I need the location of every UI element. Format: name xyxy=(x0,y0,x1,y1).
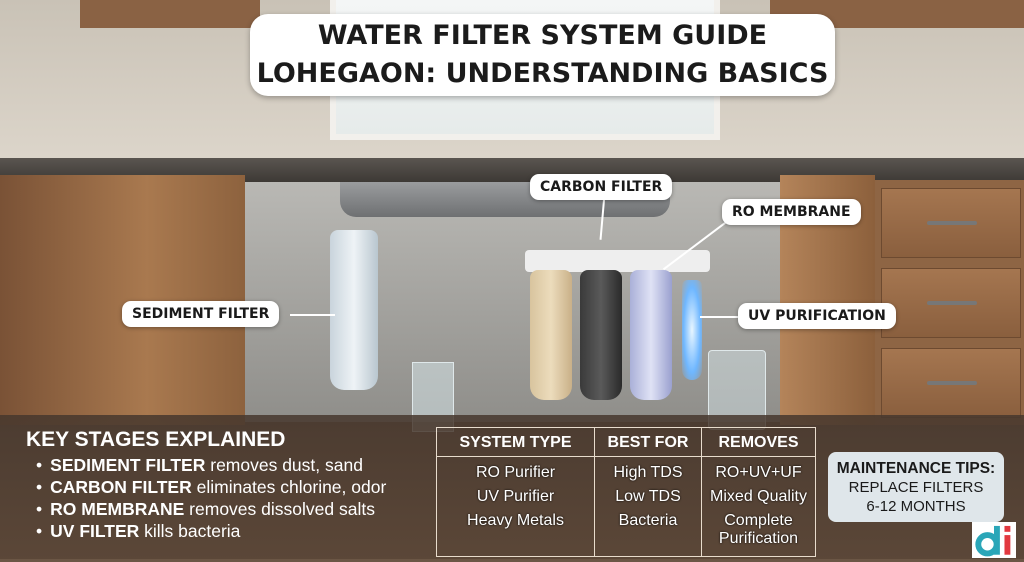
tips-line: 6-12 MONTHS xyxy=(866,498,966,515)
maintenance-tips: MAINTENANCE TIPS: REPLACE FILTERS 6-12 M… xyxy=(828,452,1004,522)
table-cell: Bacteria xyxy=(618,512,678,529)
label-sediment-filter: SEDIMENT FILTER xyxy=(122,301,280,327)
stage-item: UV FILTER kills bacteria xyxy=(26,520,386,542)
key-stages: KEY STAGES EXPLAINED SEDIMENT FILTER rem… xyxy=(26,428,386,542)
ro-membrane-cartridge xyxy=(630,270,672,400)
cabinet-interior xyxy=(230,182,790,422)
label-carbon-filter: CARBON FILTER xyxy=(530,174,673,200)
table-header: SYSTEM TYPE xyxy=(437,428,594,457)
table-column: SYSTEM TYPE RO Purifier UV Purifier Heav… xyxy=(437,428,594,556)
table-cell: Complete Purification xyxy=(718,512,799,547)
table-cell: RO Purifier xyxy=(475,464,556,481)
upper-cabinet xyxy=(80,0,260,28)
stage-item: RO MEMBRANE removes dissolved salts xyxy=(26,498,386,520)
cabinet-door-left xyxy=(0,175,245,425)
table-header: REMOVES xyxy=(702,428,815,457)
label-ro-membrane: RO MEMBRANE xyxy=(722,199,861,225)
callout-line xyxy=(700,316,740,318)
title-line-2: LOHEGAON: UNDERSTANDING BASICS xyxy=(256,58,829,89)
drawers xyxy=(875,180,1024,425)
table-cell: Mixed Quality xyxy=(710,488,807,505)
table-cell: Low TDS xyxy=(615,488,681,505)
stage-item: CARBON FILTER eliminates chlorine, odor xyxy=(26,476,386,498)
tips-heading: MAINTENANCE TIPS: xyxy=(836,460,996,477)
table-header: BEST FOR xyxy=(595,428,701,457)
table-cell: RO+UV+UF xyxy=(715,464,802,481)
drawer xyxy=(881,188,1021,258)
table-cell: UV Purifier xyxy=(476,488,555,505)
brand-logo xyxy=(972,522,1016,558)
table-cell: Heavy Metals xyxy=(467,512,564,529)
sediment-filter-housing xyxy=(330,230,378,390)
stage-filter xyxy=(530,270,572,400)
table-cell: High TDS xyxy=(613,464,683,481)
drawer xyxy=(881,348,1021,418)
table-column: BEST FOR High TDS Low TDS Bacteria xyxy=(594,428,701,556)
tips-line: REPLACE FILTERS xyxy=(848,479,984,496)
label-uv-purification: UV PURIFICATION xyxy=(738,303,896,329)
uv-lamp xyxy=(682,280,702,380)
drawer xyxy=(881,268,1021,338)
comparison-table: SYSTEM TYPE RO Purifier UV Purifier Heav… xyxy=(436,427,816,557)
stage-item: SEDIMENT FILTER removes dust, sand xyxy=(26,454,386,476)
callout-line xyxy=(290,314,335,316)
title-line-1: WATER FILTER SYSTEM GUIDE xyxy=(317,20,768,51)
stages-heading: KEY STAGES EXPLAINED xyxy=(26,428,286,451)
table-column: REMOVES RO+UV+UF Mixed Quality Complete … xyxy=(701,428,815,556)
carbon-filter-cartridge xyxy=(580,270,622,400)
page-title: WATER FILTER SYSTEM GUIDE LOHEGAON: UNDE… xyxy=(250,14,835,96)
